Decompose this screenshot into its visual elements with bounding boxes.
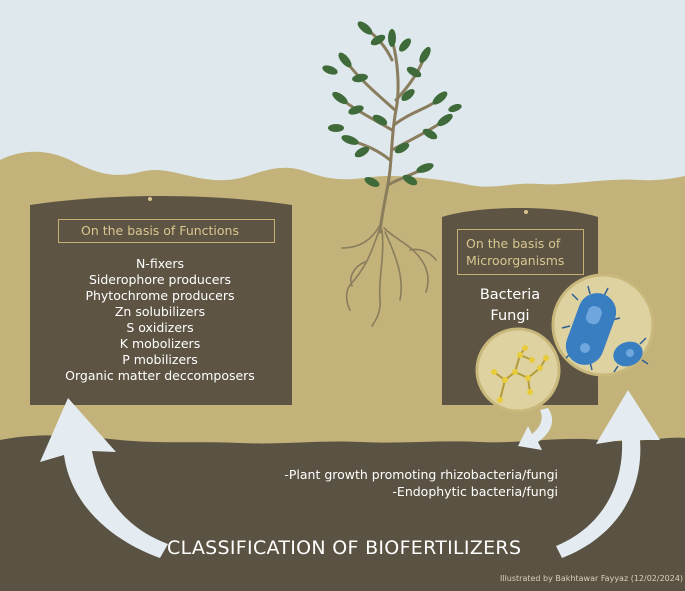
plant-icon <box>322 21 462 234</box>
list-item: Zn solubilizers <box>114 304 206 319</box>
list-item: N-fixers <box>135 256 185 271</box>
fungi-bubble <box>475 327 561 413</box>
fungi-spores <box>491 345 549 403</box>
functions-list: N-fixers Siderophore producers Phytochro… <box>40 256 280 384</box>
list-item: Bacteria <box>479 287 541 303</box>
microorganisms-list: Bacteria Fungi <box>462 285 558 327</box>
list-item: P mobilizers <box>122 352 198 367</box>
list-item: Phytochrome producers <box>85 288 235 303</box>
description-line: -Plant growth promoting rhizobacteria/fu… <box>284 467 558 482</box>
list-item: Fungi <box>490 308 530 324</box>
arrow-icon <box>518 408 553 450</box>
board-pin <box>148 197 152 201</box>
list-item: S oxidizers <box>126 320 194 335</box>
microorganisms-title-line1: On the basis of <box>466 236 561 251</box>
main-title: CLASSIFICATION OF BIOFERTILIZERS <box>167 537 522 559</box>
roots-icon <box>341 224 437 327</box>
functions-board-title: On the basis of Functions <box>58 219 275 243</box>
microorganisms-board-title: On the basis of Microorganisms <box>457 229 584 275</box>
biofertilizer-types: -Plant growth promoting rhizobacteria/fu… <box>200 466 558 500</box>
list-item: Siderophore producers <box>88 272 232 287</box>
functions-board-shape <box>30 196 292 405</box>
list-item: K mobolizers <box>119 336 201 351</box>
illustration-credit: Illustrated by Bakhtawar Fayyaz (12/02/2… <box>500 574 684 583</box>
board-pin <box>524 210 528 214</box>
left-arrow-icon <box>40 398 168 558</box>
deep-soil-layer <box>0 435 685 591</box>
bacteria-icon <box>561 285 649 373</box>
microorganisms-title-line2: Microorganisms <box>466 253 565 268</box>
description-line: -Endophytic bacteria/fungi <box>392 484 558 499</box>
right-arrow-icon <box>556 390 660 558</box>
list-item: Organic matter deccomposers <box>65 368 255 383</box>
